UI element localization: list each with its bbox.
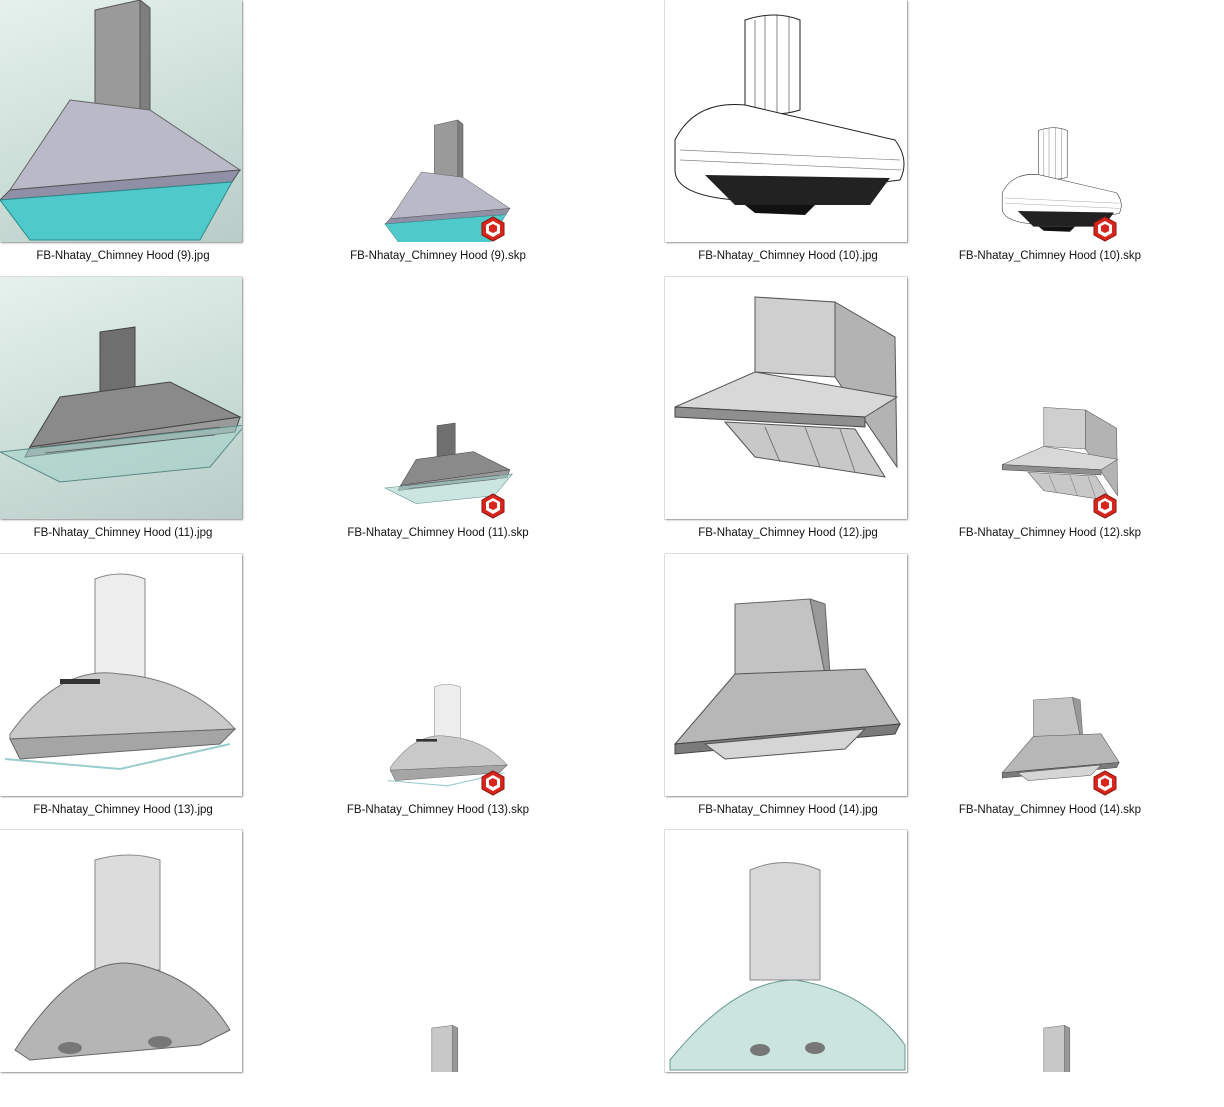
- chimney-hood-icon: [384, 422, 514, 504]
- sketchup-file-icon: [1092, 216, 1118, 242]
- sketchup-file-icon: [480, 770, 506, 796]
- model-thumbnail: [932, 554, 1174, 796]
- file-item[interactable]: FB-Nhatay_Chimney Hood (11).jpg: [0, 277, 306, 554]
- image-thumbnail: [665, 0, 907, 242]
- file-item[interactable]: FB-Nhatay_Chimney Hood (12).skp: [932, 277, 1224, 554]
- model-thumbnail: [320, 0, 562, 242]
- file-item[interactable]: FB-Nhatay_Chimney Hood (10).skp: [932, 0, 1224, 277]
- model-thumbnail: [932, 830, 1174, 1072]
- file-name-label: FB-Nhatay_Chimney Hood (12).jpg: [698, 527, 878, 539]
- file-name-label: FB-Nhatay_Chimney Hood (14).jpg: [698, 804, 878, 816]
- file-name-label: FB-Nhatay_Chimney Hood (11).skp: [347, 527, 529, 539]
- chimney-hood-icon: [387, 684, 508, 787]
- file-item[interactable]: FB-Nhatay_Chimney Hood (11).skp: [320, 277, 626, 554]
- image-thumbnail: [0, 830, 242, 1072]
- file-item[interactable]: FB-Nhatay_Chimney Hood (12).jpg: [665, 277, 971, 554]
- model-thumbnail: [932, 277, 1174, 519]
- image-thumbnail: [0, 0, 242, 242]
- image-thumbnail: [0, 554, 242, 796]
- chimney-hood-icon: [431, 1024, 459, 1072]
- chimney-hood-icon: [1001, 697, 1120, 781]
- chimney-hood-icon: [0, 0, 242, 241]
- file-item[interactable]: FB-Nhatay_Chimney Hood (13).jpg: [0, 554, 306, 831]
- file-item[interactable]: FB-Nhatay_Chimney Hood (14).jpg: [665, 554, 971, 831]
- chimney-hood-icon: [1001, 407, 1119, 502]
- model-thumbnail: [320, 554, 562, 796]
- model-thumbnail: [320, 277, 562, 519]
- chimney-hood-icon: [674, 14, 905, 215]
- file-name-label: FB-Nhatay_Chimney Hood (10).jpg: [698, 250, 878, 262]
- file-item[interactable]: FB-Nhatay_Chimney Hood (13).skp: [320, 554, 626, 831]
- sketchup-file-icon: [480, 493, 506, 519]
- chimney-hood-icon: [1043, 1024, 1071, 1072]
- file-name-label: FB-Nhatay_Chimney Hood (13).jpg: [33, 804, 213, 816]
- chimney-hood-icon: [673, 598, 901, 760]
- file-item[interactable]: FB-Nhatay_Chimney Hood (10).jpg: [665, 0, 971, 277]
- file-name-label: FB-Nhatay_Chimney Hood (10).skp: [958, 250, 1142, 262]
- image-thumbnail: [0, 277, 242, 519]
- chimney-hood-icon: [14, 854, 231, 1061]
- sketchup-file-icon: [1092, 493, 1118, 519]
- image-thumbnail: [665, 554, 907, 796]
- chimney-hood-icon: [1001, 127, 1122, 232]
- file-item[interactable]: FB-Nhatay_Chimney Hood (9).jpg: [0, 0, 306, 277]
- file-name-label: FB-Nhatay_Chimney Hood (9).jpg: [36, 250, 210, 262]
- image-thumbnail: [665, 830, 907, 1072]
- chimney-hood-icon: [0, 326, 242, 483]
- file-item[interactable]: [0, 830, 306, 1107]
- file-name-label: FB-Nhatay_Chimney Hood (13).skp: [346, 804, 530, 816]
- file-name-label: FB-Nhatay_Chimney Hood (14).skp: [958, 804, 1142, 816]
- file-name-label: FB-Nhatay_Chimney Hood (9).skp: [350, 250, 526, 262]
- image-thumbnail: [665, 277, 907, 519]
- file-grid: FB-Nhatay_Chimney Hood (9).jpg FB-Nhatay…: [0, 0, 1224, 1072]
- file-item[interactable]: FB-Nhatay_Chimney Hood (9).skp: [320, 0, 626, 277]
- file-item[interactable]: [932, 830, 1224, 1107]
- chimney-hood-icon: [674, 296, 899, 478]
- file-item[interactable]: [320, 830, 626, 1107]
- file-item[interactable]: [665, 830, 971, 1107]
- chimney-hood-icon: [4, 573, 237, 771]
- sketchup-file-icon: [1092, 770, 1118, 796]
- file-item[interactable]: FB-Nhatay_Chimney Hood (14).skp: [932, 554, 1224, 831]
- sketchup-file-icon: [480, 216, 506, 242]
- chimney-hood-icon: [384, 119, 511, 242]
- file-name-label: FB-Nhatay_Chimney Hood (11).jpg: [33, 527, 213, 539]
- model-thumbnail: [320, 830, 562, 1072]
- file-name-label: FB-Nhatay_Chimney Hood (12).skp: [958, 527, 1142, 539]
- chimney-hood-icon: [669, 862, 906, 1071]
- model-thumbnail: [932, 0, 1174, 242]
